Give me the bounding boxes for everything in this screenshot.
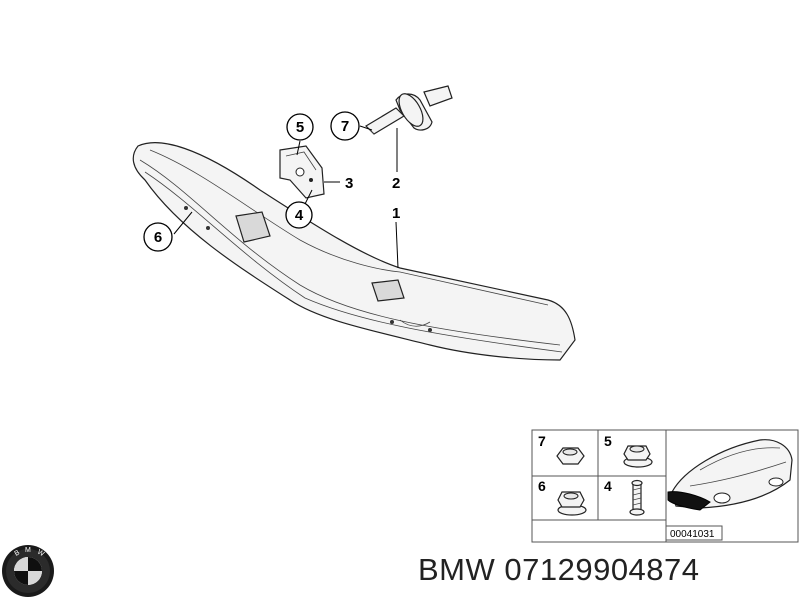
leader-6 bbox=[173, 211, 193, 235]
callout-1: 1 bbox=[392, 205, 400, 222]
svg-text:6: 6 bbox=[154, 229, 162, 246]
leader-4 bbox=[304, 189, 313, 205]
flange-nut-icon bbox=[623, 445, 653, 468]
leader-5 bbox=[296, 140, 301, 156]
svg-text:7: 7 bbox=[341, 118, 349, 135]
callout-4: 4 bbox=[285, 201, 313, 229]
leader-1 bbox=[395, 221, 399, 269]
callout-2: 2 bbox=[392, 175, 400, 192]
svg-text:M: M bbox=[25, 547, 31, 554]
leader-7 bbox=[359, 125, 373, 131]
impact-absorber bbox=[365, 85, 453, 135]
part-number-caption: BMW 07129904874 bbox=[418, 552, 700, 587]
diagram-ref-number: 00041031 bbox=[670, 529, 715, 540]
bolt-icon bbox=[629, 479, 645, 516]
bumper-carrier bbox=[132, 142, 576, 361]
bracket bbox=[279, 145, 325, 199]
fastener-legend: 7 5 6 4 bbox=[531, 429, 799, 543]
legend-label-7: 7 bbox=[538, 433, 546, 449]
legend-label-5: 5 bbox=[604, 433, 612, 449]
callout-7: 7 bbox=[330, 111, 360, 141]
callout-3: 3 bbox=[345, 175, 353, 192]
legend-label-6: 6 bbox=[538, 478, 546, 494]
flange-nut-6-icon bbox=[557, 491, 587, 516]
bmw-logo: B M W bbox=[2, 545, 54, 597]
callout-5: 5 bbox=[286, 113, 314, 141]
callout-6: 6 bbox=[143, 222, 173, 252]
legend-label-4: 4 bbox=[604, 478, 612, 494]
nut-icon bbox=[556, 447, 585, 465]
svg-text:4: 4 bbox=[295, 207, 304, 224]
svg-text:5: 5 bbox=[296, 119, 304, 136]
svg-text:B: B bbox=[14, 549, 22, 558]
svg-text:W: W bbox=[36, 549, 46, 559]
car-location-icon bbox=[667, 439, 793, 511]
